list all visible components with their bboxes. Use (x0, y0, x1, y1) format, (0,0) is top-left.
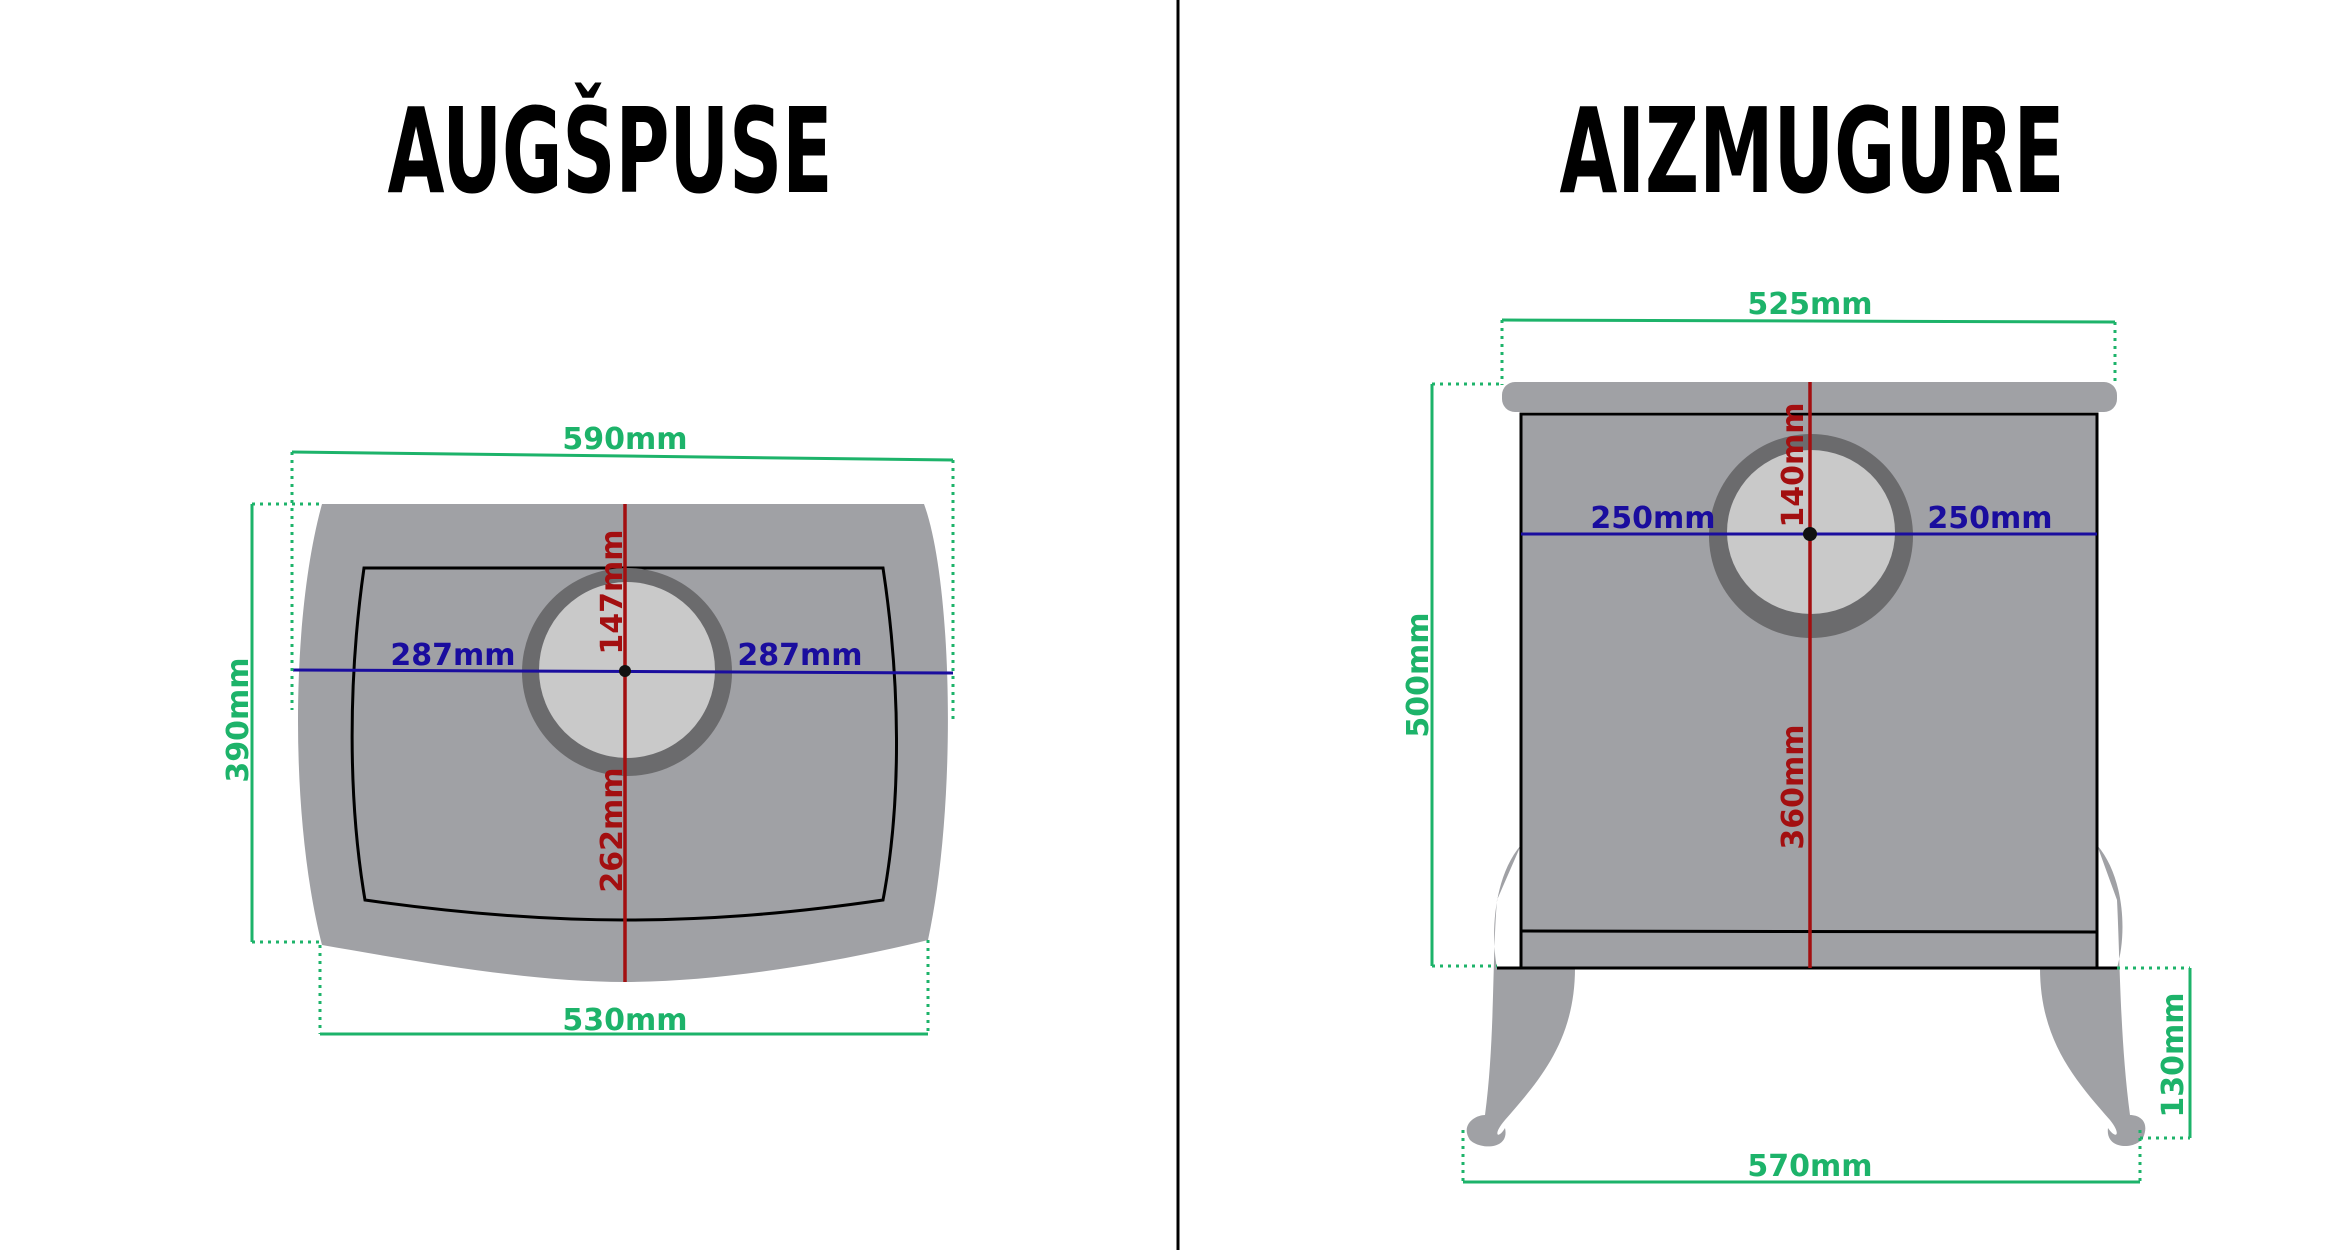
right-offset-label: 287mm (737, 638, 862, 673)
top-width-label: 590mm (562, 422, 687, 457)
bottom-width-label: 530mm (562, 1003, 687, 1038)
top-offset-label: 140mm (1776, 402, 1811, 527)
back-offset-label: 262mm (595, 767, 630, 892)
front-offset-label: 147mm (595, 529, 630, 654)
flue-center-point (619, 665, 631, 677)
top-width-label: 525mm (1747, 287, 1872, 322)
top-width-dimension-line (1501, 318, 2116, 324)
back-view-title: AIZMUGURE (1560, 82, 2065, 220)
height-label: 500mm (1401, 612, 1436, 737)
feet-width-label: 570mm (1747, 1149, 1872, 1184)
flue-center-point (1803, 527, 1817, 541)
left-offset-label: 287mm (390, 638, 515, 673)
back-view-panel: AIZMUGURE 525mm 500mm 130mm 570mm (1401, 82, 2192, 1184)
top-view-panel: AUGŠPUSE 590mm 390mm 530mm 287mm 287mm 1… (221, 82, 955, 1038)
depth-label: 390mm (221, 657, 256, 782)
right-offset-label: 250mm (1927, 501, 2052, 536)
leg-height-label: 130mm (2156, 992, 2191, 1117)
right-leg (2040, 845, 2146, 1147)
top-view-title: AUGŠPUSE (388, 82, 833, 220)
top-width-dimension-line (291, 450, 954, 462)
bottom-offset-label: 360mm (1776, 724, 1811, 849)
left-leg (1466, 845, 1575, 1147)
left-offset-label: 250mm (1590, 501, 1715, 536)
